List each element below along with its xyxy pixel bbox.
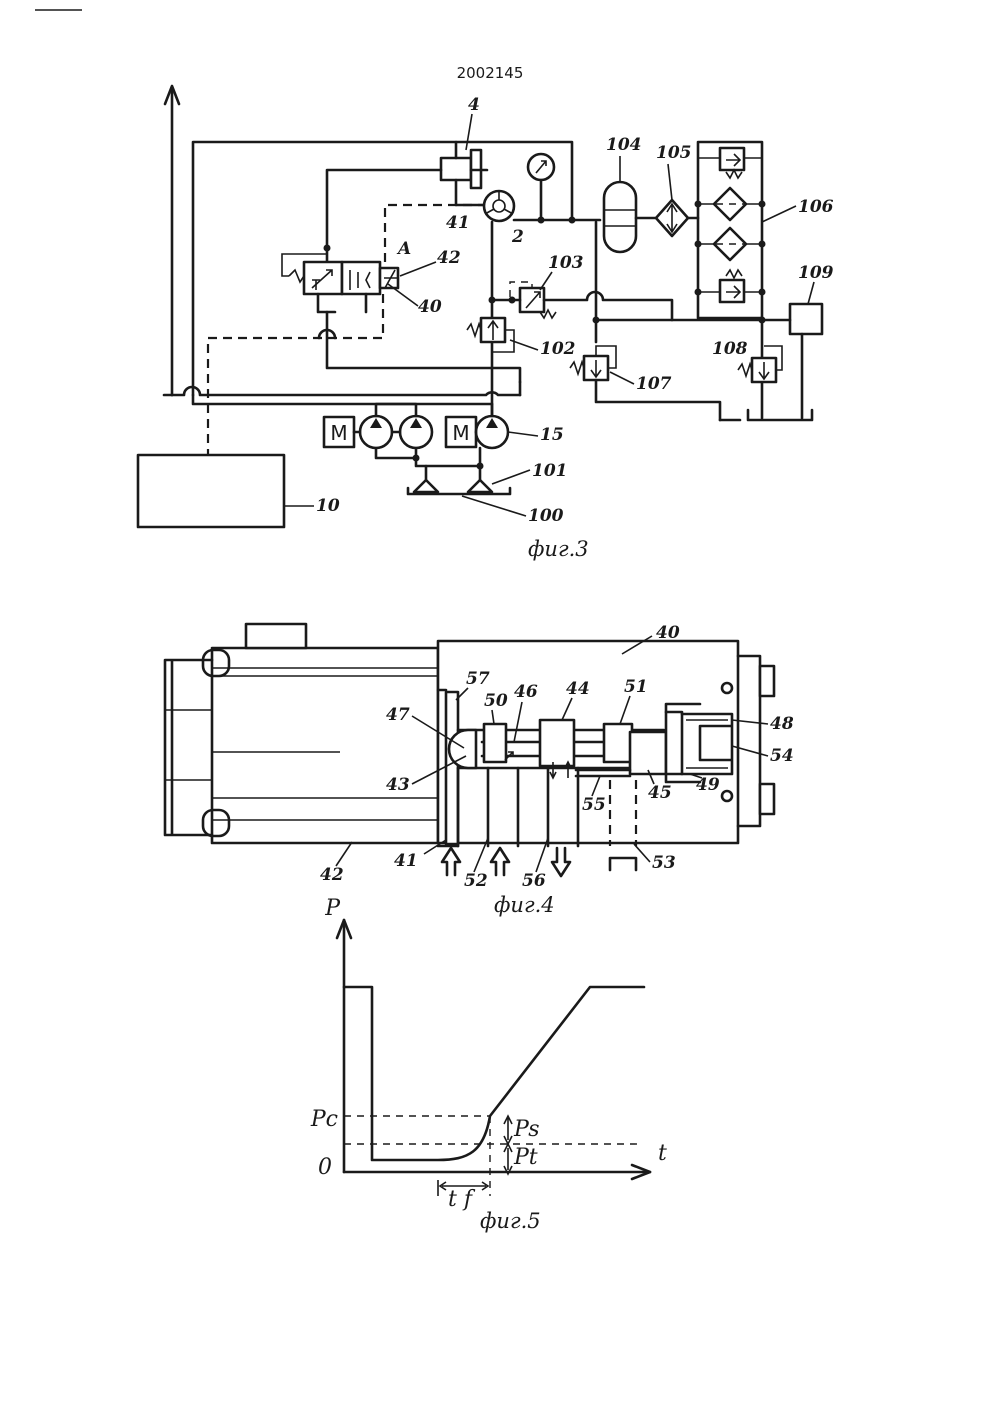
label-53: 53 bbox=[652, 853, 676, 873]
axis-label-p: P bbox=[324, 896, 341, 921]
label-55: 55 bbox=[582, 795, 606, 815]
svg-text:M: M bbox=[452, 421, 469, 445]
arrow-out-56 bbox=[552, 848, 570, 876]
label-56: 56 bbox=[522, 871, 546, 891]
label-42-fig3: 42 bbox=[437, 248, 461, 268]
label-107: 107 bbox=[636, 374, 672, 394]
bolt-bottom bbox=[760, 784, 774, 814]
label-109: 109 bbox=[798, 263, 834, 283]
pressure-gauge bbox=[528, 154, 554, 220]
label-100: 100 bbox=[528, 506, 564, 526]
label-104: 104 bbox=[606, 135, 642, 155]
figure-4-valve-section: 40 57 50 46 44 51 47 43 48 54 49 45 55 4… bbox=[165, 623, 794, 917]
leader-40-fig3 bbox=[388, 284, 418, 306]
caption-fig5: фиг.5 bbox=[480, 1209, 541, 1233]
relief-valve-108 bbox=[738, 320, 782, 418]
label-A-fig3: A bbox=[396, 239, 411, 259]
drain-symbol bbox=[610, 858, 636, 870]
motor-end-cap bbox=[165, 660, 212, 835]
rotary-actuator-2 bbox=[484, 191, 514, 221]
pressure-curve bbox=[344, 987, 644, 1160]
filter-group-106 bbox=[698, 142, 762, 318]
bolt-top bbox=[760, 666, 774, 696]
land-50 bbox=[484, 724, 506, 762]
label-40-fig3: 40 bbox=[418, 297, 442, 317]
label-45: 45 bbox=[648, 783, 672, 803]
caption-fig4: фиг.4 bbox=[494, 893, 555, 917]
o-ring-top bbox=[722, 683, 732, 693]
leader-105 bbox=[668, 164, 672, 200]
figure-3-hydraulic-schematic: 4 2 41 bbox=[138, 86, 834, 561]
piston-48 bbox=[666, 712, 682, 774]
label-47: 47 bbox=[386, 705, 410, 725]
label-105: 105 bbox=[656, 143, 692, 163]
pt-dimension bbox=[504, 1144, 512, 1174]
label-54: 54 bbox=[770, 746, 794, 766]
strainers-101 bbox=[408, 466, 510, 494]
axis-label-pc: Pc bbox=[310, 1107, 338, 1132]
accumulator-104 bbox=[604, 182, 636, 252]
label-50: 50 bbox=[484, 691, 508, 711]
caption-fig3: фиг.3 bbox=[528, 537, 589, 561]
label-106: 106 bbox=[798, 197, 834, 217]
label-15: 15 bbox=[540, 425, 564, 445]
label-pt: Pt bbox=[513, 1145, 538, 1170]
leader-100 bbox=[462, 496, 526, 516]
right-cap bbox=[738, 656, 760, 826]
label-41-fig4: 41 bbox=[394, 851, 418, 871]
servo-valve-40 bbox=[282, 254, 398, 312]
leader-101 bbox=[492, 470, 530, 484]
label-tf: t f bbox=[448, 1187, 476, 1212]
arrow-in-52 bbox=[491, 848, 509, 875]
relief-valve-102 bbox=[467, 318, 514, 352]
label-103: 103 bbox=[548, 253, 584, 273]
axis-label-origin: 0 bbox=[318, 1155, 332, 1180]
svg-text:M: M bbox=[330, 421, 347, 445]
land-51 bbox=[604, 724, 632, 762]
label-40-fig4: 40 bbox=[656, 623, 680, 643]
figure-5-pressure-plot: P t 0 Pc Ps Pt t f фиг.5 bbox=[310, 896, 667, 1233]
tank-right bbox=[720, 410, 812, 420]
label-44: 44 bbox=[566, 679, 590, 699]
flange-57 bbox=[446, 692, 458, 844]
label-ps: Ps bbox=[513, 1117, 540, 1142]
label-2: 2 bbox=[511, 227, 524, 247]
axis-label-t: t bbox=[658, 1141, 667, 1166]
land-44 bbox=[540, 720, 574, 766]
label-108: 108 bbox=[712, 339, 748, 359]
label-48: 48 bbox=[770, 714, 794, 734]
actuator-4 bbox=[441, 142, 487, 188]
label-52: 52 bbox=[464, 871, 488, 891]
leader-42-fig3 bbox=[400, 262, 436, 276]
label-102: 102 bbox=[540, 339, 576, 359]
ps-dimension bbox=[504, 1116, 512, 1144]
land-45 bbox=[630, 732, 666, 774]
o-ring-bottom bbox=[722, 791, 732, 801]
leader-107 bbox=[610, 372, 634, 384]
motor-housing-42 bbox=[212, 648, 438, 843]
label-57: 57 bbox=[466, 669, 490, 689]
label-101: 101 bbox=[532, 461, 568, 481]
control-unit-10 bbox=[138, 455, 284, 527]
label-42-fig4: 42 bbox=[320, 865, 344, 885]
label-51: 51 bbox=[624, 677, 648, 697]
leader-106 bbox=[762, 206, 796, 222]
leader-109 bbox=[808, 282, 814, 304]
leader-4 bbox=[466, 114, 472, 150]
filter-105 bbox=[656, 200, 688, 236]
patent-number: 2002145 bbox=[457, 64, 524, 82]
label-46: 46 bbox=[514, 682, 538, 702]
label-43: 43 bbox=[386, 775, 410, 795]
terminal-box bbox=[246, 624, 306, 648]
leader-103 bbox=[540, 272, 552, 290]
arrow-in-left bbox=[442, 848, 460, 875]
leader-42-fig4 bbox=[336, 842, 352, 866]
leader-15 bbox=[508, 432, 538, 436]
lower-return-line bbox=[172, 387, 520, 404]
label-41-fig3: 41 bbox=[446, 213, 470, 233]
label-4: 4 bbox=[468, 95, 480, 115]
label-10: 10 bbox=[316, 496, 340, 516]
